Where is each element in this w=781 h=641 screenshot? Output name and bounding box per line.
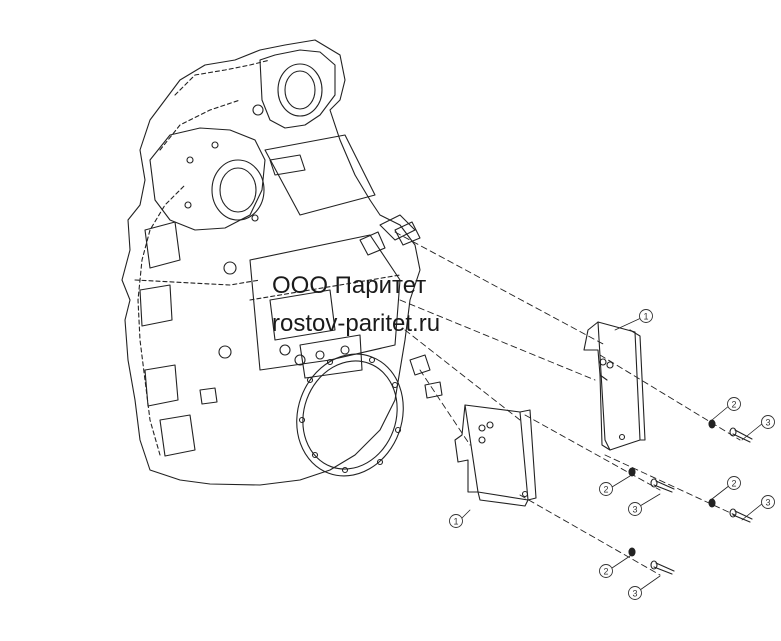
callout-label: 3 — [632, 505, 637, 515]
callout-label: 3 — [765, 498, 770, 508]
callout-label: 3 — [632, 589, 637, 599]
callout-label: 2 — [603, 567, 608, 577]
callout-bubble — [727, 397, 741, 411]
guard-plate-lower — [454, 404, 537, 507]
callout-bubble — [599, 564, 613, 578]
callout-label: 2 — [603, 485, 608, 495]
watermark-website: rostov-paritet.ru — [272, 310, 441, 337]
callout-label: 2 — [731, 400, 736, 410]
callout-labels: 1 1 2 3 2 3 2 3 2 3 — [453, 312, 770, 599]
callout-bubble — [761, 415, 775, 429]
transmission-housing — [121, 39, 443, 486]
callout-label: 2 — [731, 479, 736, 489]
callout-label: 3 — [765, 418, 770, 428]
bolts — [650, 427, 753, 575]
callout-bubble — [727, 476, 741, 490]
callout-bubble — [449, 514, 463, 528]
callout-bubble — [599, 482, 613, 496]
callout-label: 1 — [453, 517, 458, 527]
callout-leaders — [461, 317, 764, 591]
callout-bubble — [628, 586, 642, 600]
callout-bubble — [628, 502, 642, 516]
guard-plate-upper — [583, 321, 646, 451]
washers — [628, 419, 716, 557]
callout-label: 1 — [643, 312, 648, 322]
assembly-lines — [394, 231, 741, 576]
watermark-company-name: ООО Паритет — [272, 272, 427, 299]
callout-bubble — [639, 309, 653, 323]
callout-bubble — [761, 495, 775, 509]
callout-bubbles — [449, 309, 775, 600]
